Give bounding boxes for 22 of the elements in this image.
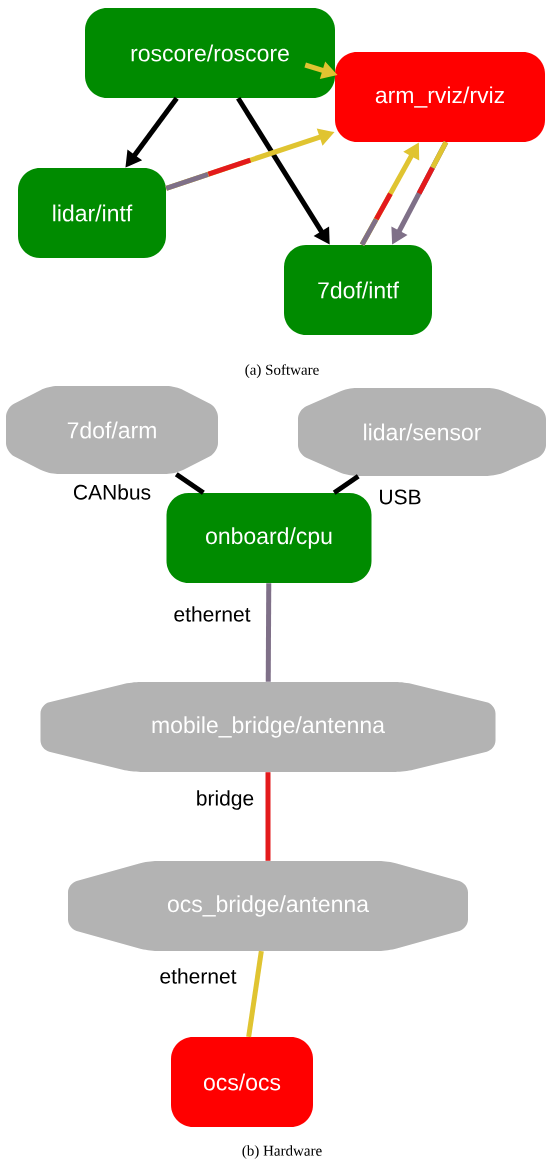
rounded-box: lidar/intf <box>18 168 166 258</box>
connector <box>332 474 360 495</box>
edge-label: bridge <box>194 789 256 811</box>
caption: (a) Software <box>245 364 319 378</box>
rounded-box: roscore/roscore <box>85 8 335 98</box>
edge-label: USB <box>377 488 423 506</box>
rounded-box: ocs/ocs <box>171 1037 313 1127</box>
octagon-node: 7dof/arm <box>6 386 218 474</box>
caption: (b) Hardware <box>242 1145 322 1159</box>
edge-label: ethernet <box>172 605 252 623</box>
rounded-box: arm_rviz/rviz <box>335 52 545 142</box>
connector <box>174 472 205 495</box>
rounded-box: onboard/cpu <box>166 493 372 583</box>
connector <box>246 950 264 1038</box>
octagon-node: lidar/sensor <box>298 388 546 476</box>
connector <box>265 583 272 682</box>
octagon-node: ocs_bridge/antenna <box>68 861 468 951</box>
rounded-box: 7dof/intf <box>284 245 432 335</box>
edge-label: ethernet <box>158 967 238 985</box>
edge-label: CANbus <box>71 483 153 501</box>
octagon-node: mobile_bridge/antenna <box>40 682 496 772</box>
connector <box>265 772 271 861</box>
